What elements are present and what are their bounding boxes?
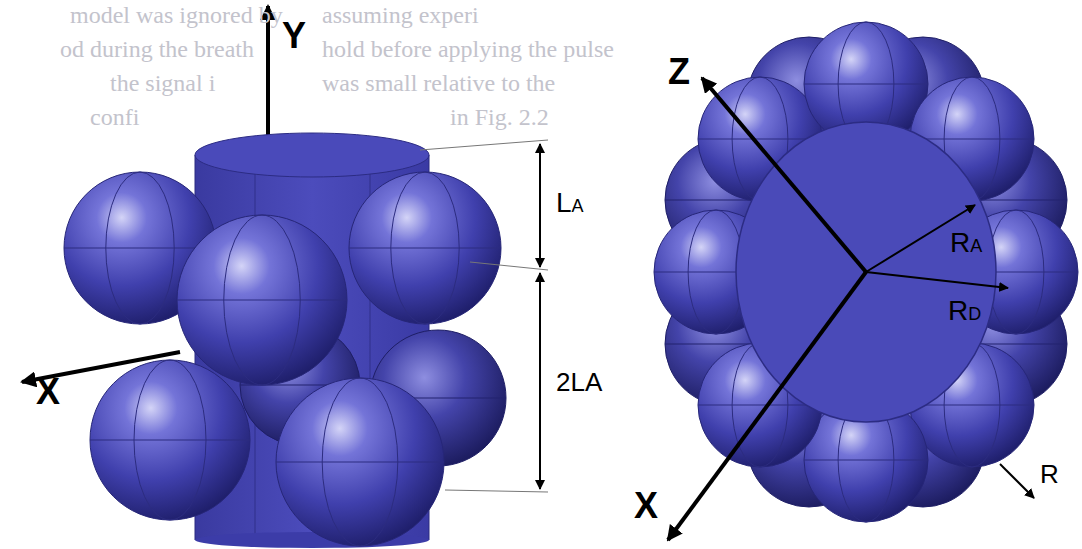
radius-label: RA bbox=[950, 228, 982, 259]
axis-label: X bbox=[634, 486, 658, 526]
radius-label: RD bbox=[948, 296, 981, 327]
background-text: model was ignored by bbox=[70, 2, 283, 28]
background-text: hold before applying the pulse bbox=[322, 36, 614, 62]
background-text: in Fig. 2.2 bbox=[450, 104, 549, 130]
dimension-label: LA bbox=[556, 188, 584, 219]
dimension-label: 2LA bbox=[556, 368, 602, 397]
axis-label: Z bbox=[668, 52, 690, 92]
axis-label: Y bbox=[282, 16, 306, 56]
background-text: confi bbox=[90, 104, 139, 130]
axis-label: X bbox=[36, 372, 60, 412]
background-text: assuming experi bbox=[322, 2, 479, 28]
background-text: the signal i bbox=[110, 70, 215, 96]
background-text: od during the breath bbox=[60, 36, 254, 62]
radius-label: R bbox=[1040, 460, 1059, 489]
background-text: was small relative to the bbox=[322, 70, 555, 96]
